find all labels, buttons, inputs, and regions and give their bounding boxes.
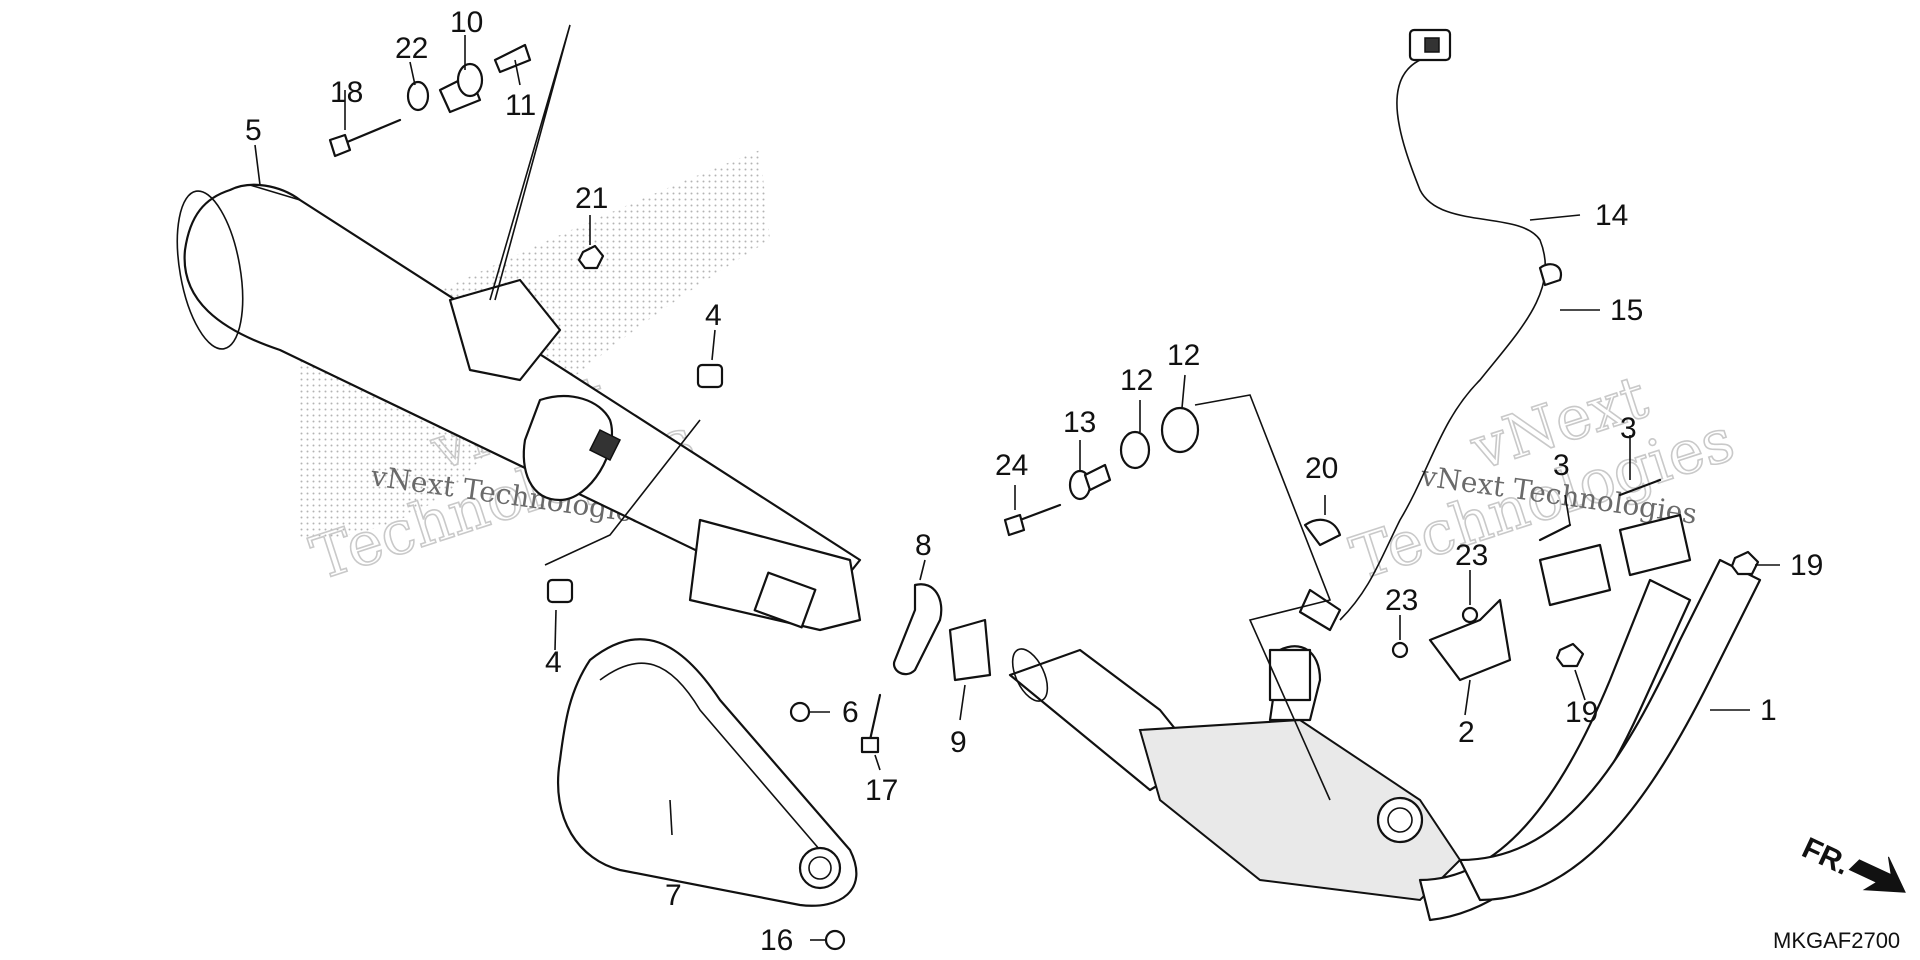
callout-3-right: 3: [1620, 412, 1637, 445]
leader-lines: [254, 24, 1780, 941]
callout-20: 20: [1305, 452, 1338, 485]
callout-23-upper: 23: [1455, 539, 1488, 572]
callout-13: 13: [1063, 406, 1096, 439]
exhaust-pipe-part-1: [1008, 513, 1762, 922]
callout-12-left: 12: [1120, 364, 1153, 397]
callout-7: 7: [665, 879, 682, 912]
front-arrow-icon: [1848, 856, 1906, 893]
callout-10: 10: [450, 6, 483, 39]
callout-8: 8: [915, 529, 932, 562]
front-label: FR.: [1797, 831, 1855, 881]
callout-18: 18: [330, 76, 363, 109]
callout-12-right: 12: [1167, 339, 1200, 372]
callout-19-left: 19: [1565, 696, 1598, 729]
callout-24: 24: [995, 449, 1028, 482]
callout-4-upper: 4: [705, 299, 722, 332]
callout-15: 15: [1610, 294, 1643, 327]
callout-labels: 5 18 22 10 11 21 4 4 8 9 6 17 7 16 24 13…: [245, 6, 1823, 957]
callout-11: 11: [505, 89, 536, 122]
callout-21: 21: [575, 182, 608, 215]
callout-9: 9: [950, 726, 967, 759]
callout-4-lower: 4: [545, 646, 562, 679]
callout-17: 17: [865, 774, 898, 807]
callout-22: 22: [395, 32, 428, 65]
muffler-part-5: [176, 183, 862, 632]
callout-2: 2: [1458, 716, 1475, 749]
callout-23-lower: 23: [1385, 584, 1418, 617]
callout-14: 14: [1595, 199, 1628, 232]
callout-6: 6: [842, 696, 859, 729]
callout-3-left: 3: [1553, 449, 1570, 482]
diagram-code: MKGAF2700: [1773, 928, 1900, 953]
o2-sensor-part-14: [1298, 28, 1546, 632]
front-direction-indicator: FR.: [1797, 831, 1906, 893]
muffler-cover-part-7: [557, 638, 858, 907]
callout-16: 16: [760, 924, 793, 957]
callout-1: 1: [1760, 694, 1777, 727]
callout-19-right: 19: [1790, 549, 1823, 582]
small-parts: [328, 43, 1760, 951]
callout-5: 5: [245, 114, 262, 147]
